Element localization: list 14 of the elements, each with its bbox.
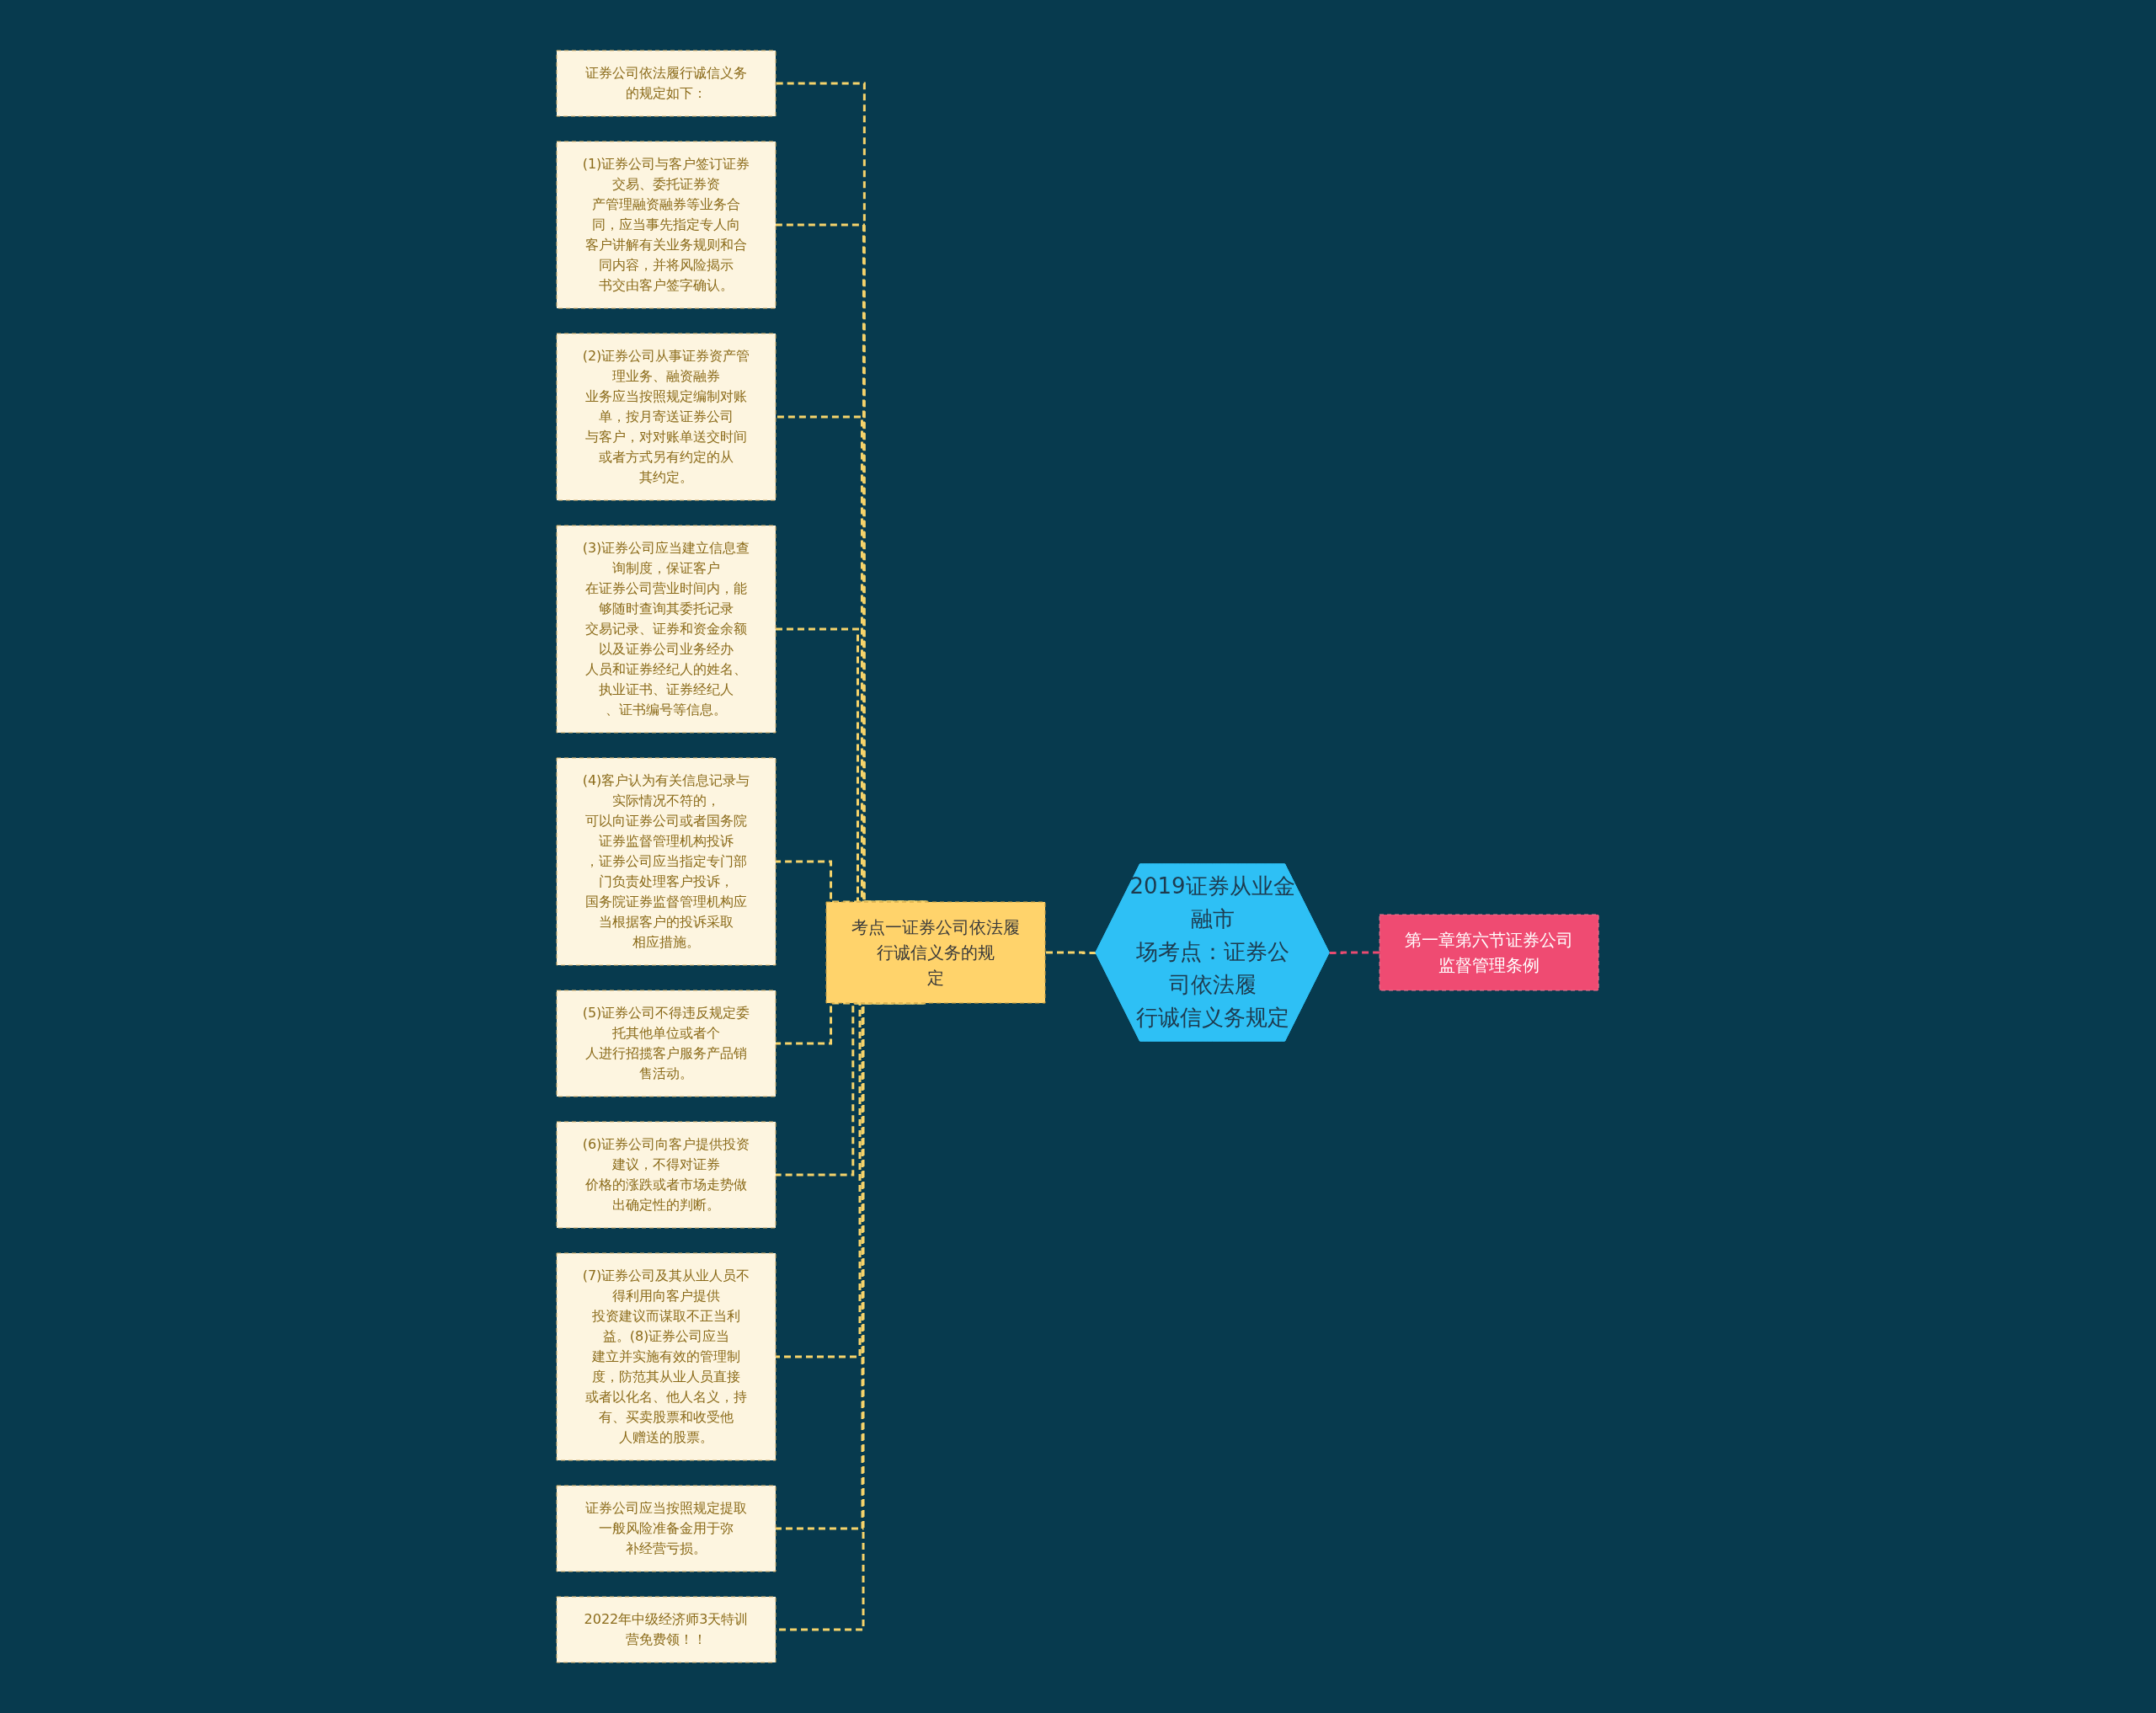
node-box: 证券公司依法履行诚信义务的规定如下：: [556, 50, 776, 117]
node-box: (2)证券公司从事证券资产管理业务、融资融券业务应当按照规定编制对账单，按月寄送证券公司与客户，对对账单送交时间或者方式另有约定的从其约定。: [556, 333, 776, 501]
node-box: (5)证券公司不得违反规定委托其他单位或者个人进行招揽客户服务产品销售活动。: [556, 990, 776, 1097]
node-box: 考点一证券公司依法履行诚信义务的规定: [825, 901, 1046, 1004]
node-box: (1)证券公司与客户签订证券交易、委托证券资产管理融资融券等业务合同，应当事先指定专人向客户讲解有关业务规则和合同内容，并将风险揭示书交由客户签字确认。: [556, 141, 776, 309]
node-box: (6)证券公司向客户提供投资建议，不得对证券价格的涨跌或者市场走势做出确定性的判断。: [556, 1121, 776, 1229]
node-box: (4)客户认为有关信息记录与实际情况不符的，可以向证券公司或者国务院证券监督管理机构投诉，证券公司应当指定专门部门负责处理客户投诉，国务院证券监督管理机构应当根据客户的投诉采取相应措施。: [556, 757, 776, 966]
connector: [1045, 951, 1097, 954]
node-box: 证券公司应当按照规定提取一般风险准备金用于弥补经营亏损。: [556, 1485, 776, 1572]
node-box: 2022年中级经济师3天特训营免费领！！: [556, 1596, 776, 1663]
node-box: (3)证券公司应当建立信息查询制度，保证客户在证券公司营业时间内，能够随时查询其委托记录交易记录、证券和资金余额以及证券公司业务经办人员和证券经纪人的姓名、执业证书、证券经纪人、证书编号等信息。: [556, 525, 776, 734]
node-box: (7)证券公司及其从业人员不得利用向客户提供投资建议而谋取不正当利益。(8)证券公司应当建立并实施有效的管理制度，防范其从业人员直接或者以化名、他人名义，持有、买卖股票和收受他人赠送的股票。: [556, 1252, 776, 1461]
connector: [1330, 951, 1380, 954]
node-box: 第一章第六节证券公司监督管理条例: [1380, 914, 1600, 991]
